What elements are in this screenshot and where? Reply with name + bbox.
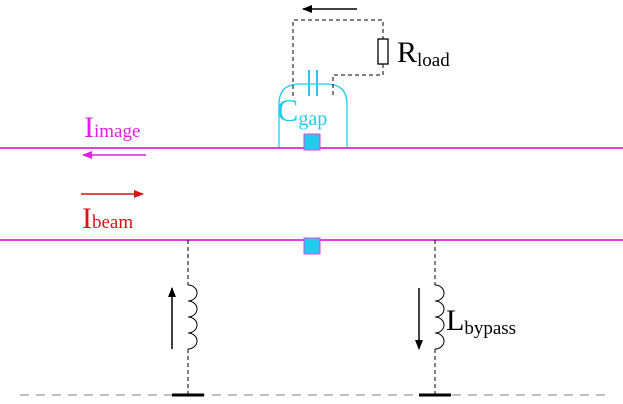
label-l-bypass: Lbypass — [446, 304, 516, 339]
label-c-gap: Cgap — [277, 92, 327, 130]
r-load-resistor — [377, 38, 389, 65]
label-i-beam: Ibeam — [82, 202, 133, 235]
label-i-image: Iimage — [84, 111, 140, 144]
c-gap-outline — [278, 83, 348, 148]
gap-block-upper — [303, 133, 321, 151]
label-r-load: Rload — [397, 36, 450, 71]
right-bypass-inductor — [434, 284, 445, 350]
left-bypass-inductor — [187, 284, 198, 350]
gap-block-lower — [303, 237, 321, 255]
load-circuit-wire — [292, 19, 384, 96]
